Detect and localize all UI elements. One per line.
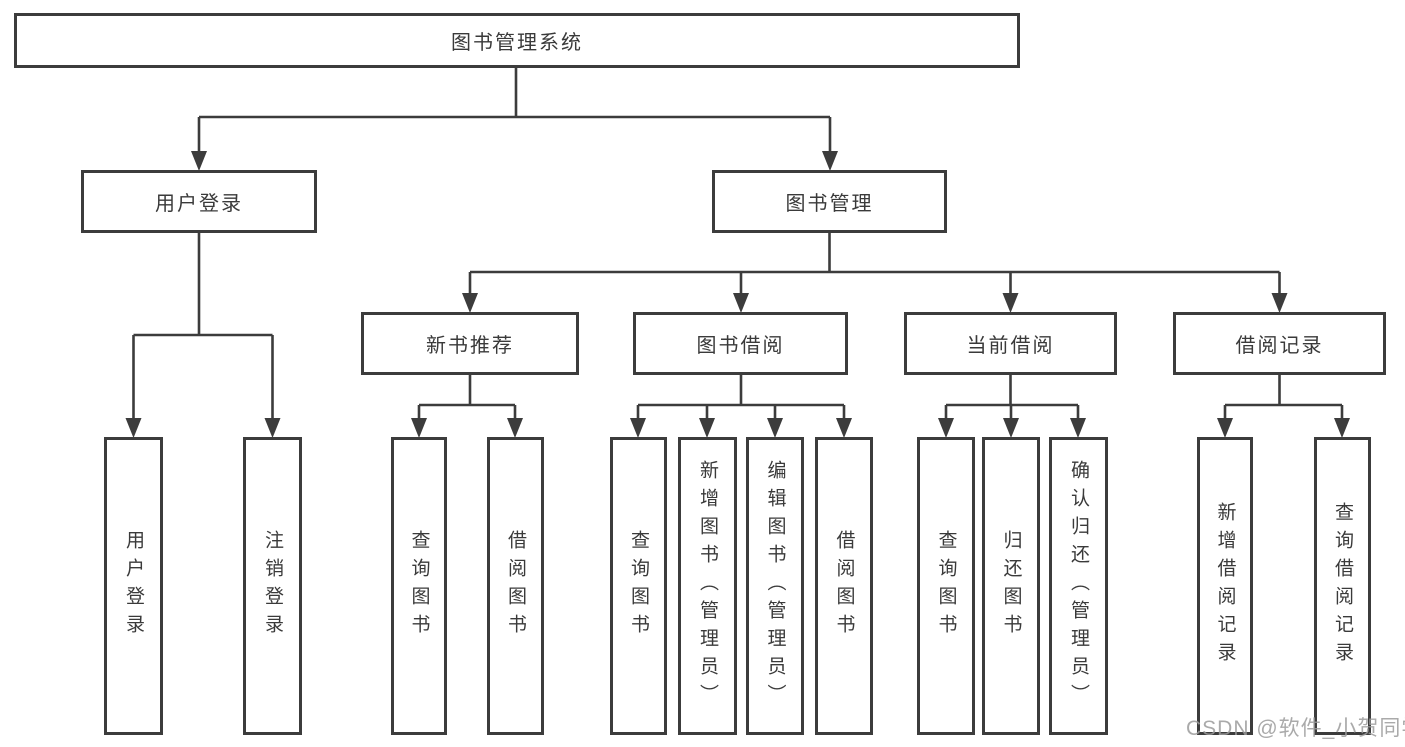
leaf-borrow-books-recommend-label: 借阅图书: [505, 530, 526, 642]
leaf-user-login: 用户登录: [104, 437, 163, 735]
node-library-system: 图书管理系统: [14, 13, 1020, 68]
leaf-query-borrow-record-label: 查询借阅记录: [1332, 502, 1353, 670]
arrowhead-icon: [822, 151, 838, 171]
leaf-query-books-borrow: 查询图书: [610, 437, 667, 735]
arrowhead-icon: [1003, 418, 1019, 438]
arrowhead-icon: [1271, 293, 1288, 313]
leaf-edit-books-admin: 编辑图书（管理员）: [746, 437, 804, 735]
leaf-borrow-books-label: 借阅图书: [833, 530, 855, 642]
arrowhead-icon: [630, 418, 646, 438]
node-library-system-label: 图书管理系统: [451, 32, 583, 54]
leaf-logout: 注销登录: [243, 437, 302, 735]
leaf-confirm-return-admin-label: 确认归还（管理员）: [1068, 460, 1089, 712]
leaf-borrow-books: 借阅图书: [815, 437, 873, 735]
arrowhead-icon: [1002, 293, 1019, 313]
node-borrow-record-label: 借阅记录: [1235, 335, 1324, 357]
leaf-edit-books-admin-label: 编辑图书（管理员）: [764, 460, 786, 712]
arrowhead-icon: [125, 418, 142, 438]
leaf-borrow-books-recommend: 借阅图书: [487, 437, 544, 735]
arrowhead-icon: [767, 418, 783, 438]
arrowhead-icon: [411, 418, 427, 438]
leaf-return-books-label: 归还图书: [1000, 530, 1022, 642]
arrowhead-icon: [836, 418, 852, 438]
arrowhead-icon: [191, 151, 207, 171]
node-current-borrow: 当前借阅: [904, 312, 1117, 375]
leaf-query-books-borrow-label: 查询图书: [628, 530, 649, 642]
leaf-query-books-current-label: 查询图书: [935, 530, 957, 642]
arrowhead-icon: [462, 293, 478, 313]
node-current-borrow-label: 当前借阅: [966, 335, 1055, 357]
leaf-query-books-recommend-label: 查询图书: [408, 530, 430, 642]
leaf-add-borrow-record: 新增借阅记录: [1197, 437, 1253, 735]
arrowhead-icon: [264, 418, 281, 438]
node-book-management-label: 图书管理: [785, 193, 874, 215]
arrowhead-icon: [1334, 418, 1350, 438]
node-book-management: 图书管理: [712, 170, 947, 233]
arrowhead-icon: [938, 418, 954, 438]
leaf-add-borrow-record-label: 新增借阅记录: [1214, 502, 1236, 670]
node-new-book-recommend: 新书推荐: [361, 312, 579, 375]
leaf-user-login-label: 用户登录: [123, 530, 144, 642]
arrowheads: [125, 151, 1350, 438]
arrowhead-icon: [1070, 418, 1086, 438]
arrowhead-icon: [699, 418, 715, 438]
leaf-logout-label: 注销登录: [262, 530, 283, 642]
arrowhead-icon: [507, 418, 523, 438]
leaf-confirm-return-admin: 确认归还（管理员）: [1049, 437, 1108, 735]
node-book-borrow: 图书借阅: [633, 312, 848, 375]
arrowhead-icon: [1217, 418, 1233, 438]
leaf-add-books-admin: 新增图书（管理员）: [678, 437, 737, 735]
leaf-query-borrow-record: 查询借阅记录: [1314, 437, 1371, 735]
node-new-book-recommend-label: 新书推荐: [426, 335, 514, 357]
leaf-query-books-recommend: 查询图书: [391, 437, 447, 735]
node-book-borrow-label: 图书借阅: [696, 335, 785, 357]
arrowhead-icon: [733, 293, 749, 313]
leaf-add-books-admin-label: 新增图书（管理员）: [697, 460, 718, 712]
node-user-login-label: 用户登录: [155, 193, 243, 215]
leaf-query-books-current: 查询图书: [917, 437, 975, 735]
leaf-return-books: 归还图书: [982, 437, 1040, 735]
node-user-login: 用户登录: [81, 170, 317, 233]
csdn-watermark: CSDN @软件_小贺同学: [1186, 717, 1405, 740]
node-borrow-record: 借阅记录: [1173, 312, 1386, 375]
